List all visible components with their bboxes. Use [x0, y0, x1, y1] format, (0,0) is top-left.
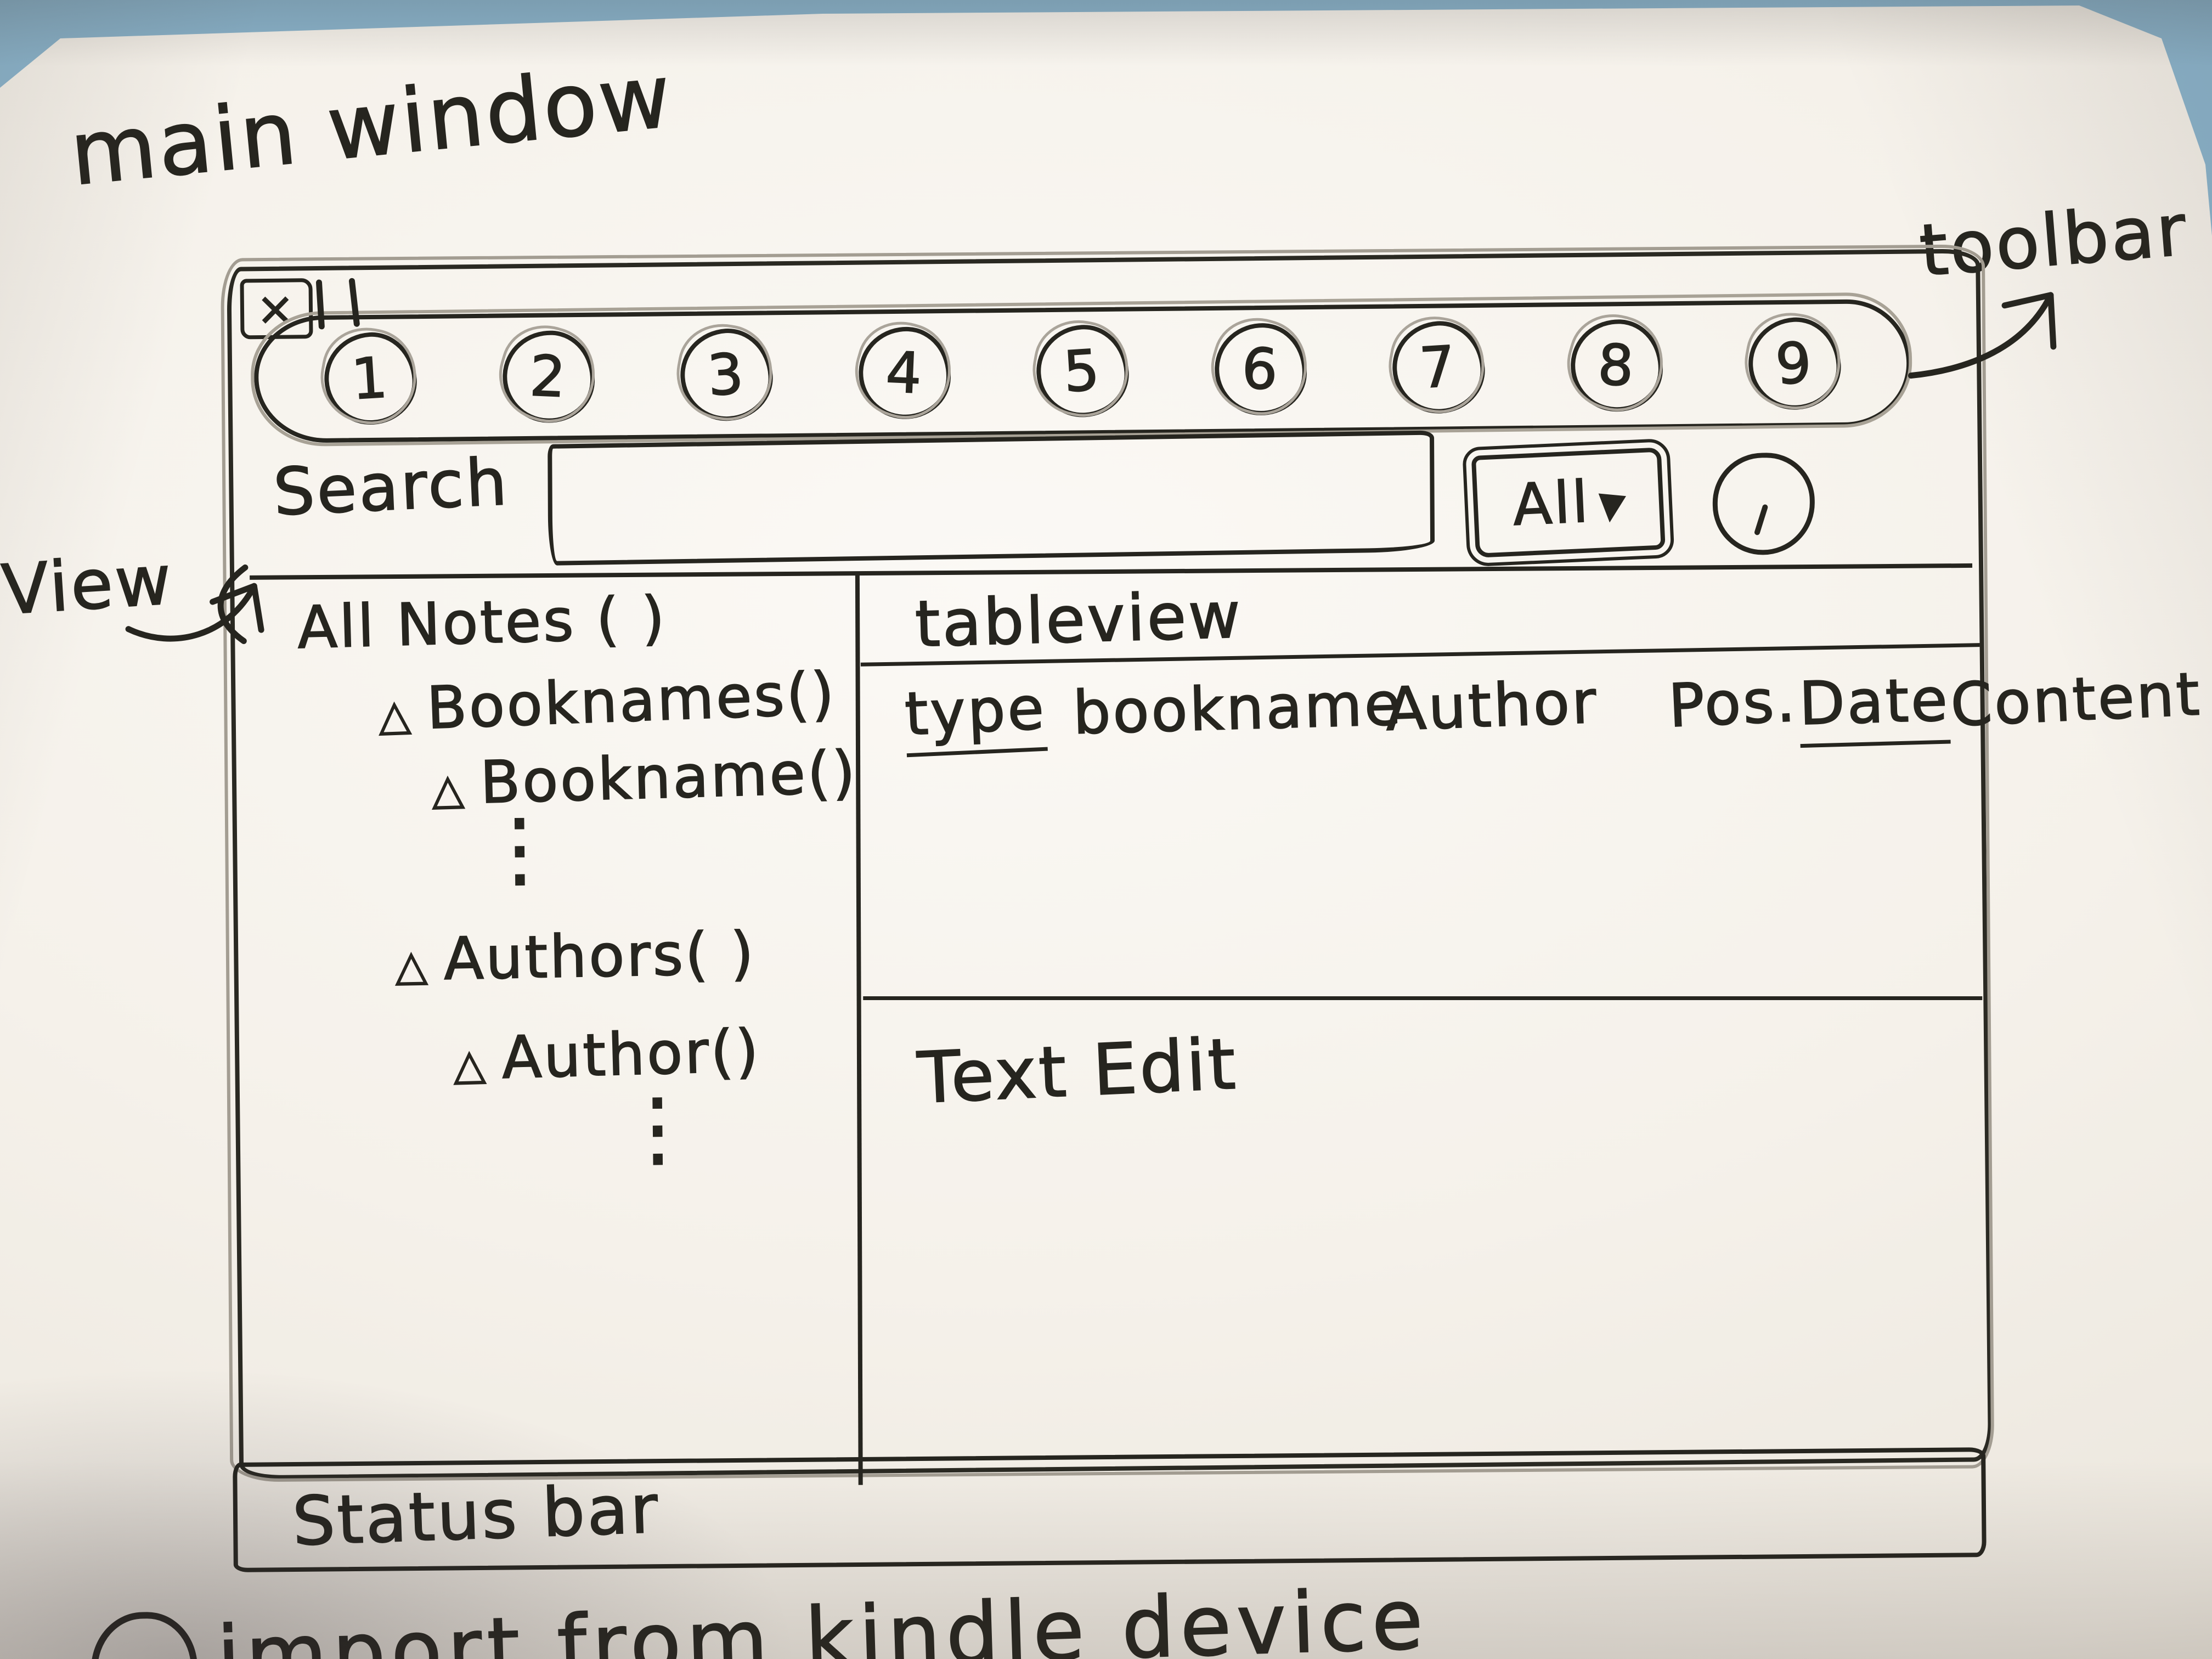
tree-brace-stroke: [217, 564, 249, 644]
window-control-ticks: [315, 278, 360, 330]
toolbar-arrow: [1908, 292, 2054, 379]
view-arrow: [125, 583, 257, 642]
toolbar-arrowhead: [2001, 292, 2057, 350]
